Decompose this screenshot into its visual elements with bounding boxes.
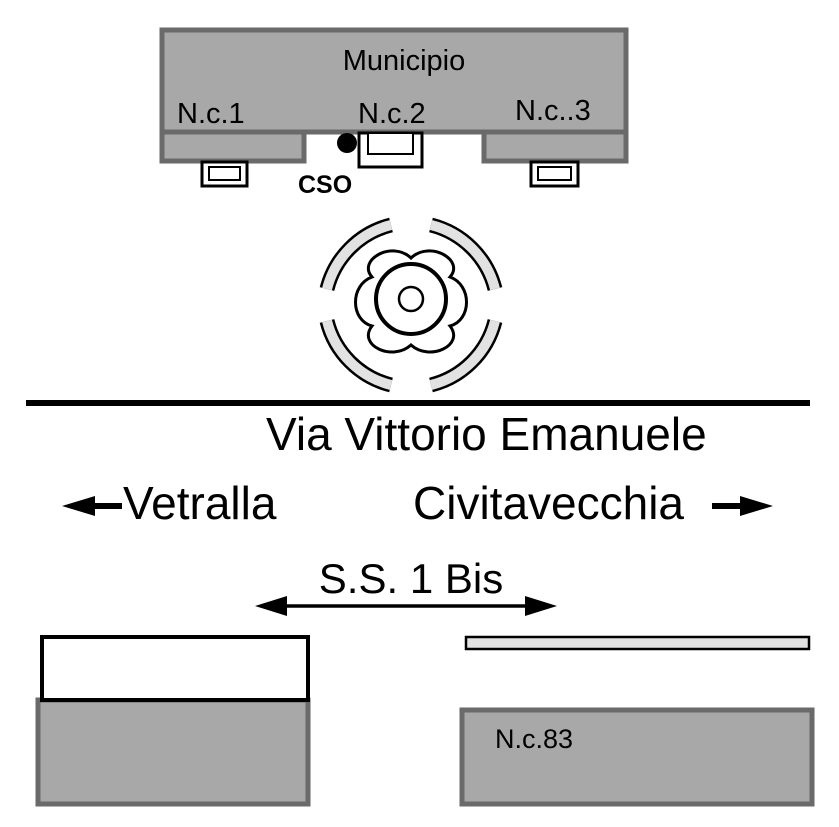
street-name: Via Vittorio Emanuele	[266, 408, 707, 460]
arrow-right-icon	[712, 496, 773, 516]
bottom-right-strip	[464, 635, 811, 651]
direction-left-label: Vetralla	[123, 477, 277, 529]
entrance-label-1: N.c.1	[177, 98, 245, 130]
entrance-label-2: N.c.2	[358, 98, 426, 130]
cso-point-marker	[337, 133, 357, 153]
door-marker-1	[200, 160, 249, 188]
bottom-right-building-label: N.c.83	[495, 724, 573, 754]
road-designation: S.S. 1 Bis	[319, 555, 503, 602]
municipio-title: Municipio	[343, 45, 466, 77]
direction-right: Civitavecchia	[413, 477, 773, 529]
bottom-right-building: N.c.83	[459, 707, 815, 807]
direction-right-label: Civitavecchia	[413, 477, 684, 529]
entrance-label-3: N.c..3	[515, 95, 591, 127]
door-marker-2	[357, 131, 424, 169]
fountain-symbol	[319, 217, 503, 393]
direction-left: Vetralla	[62, 477, 277, 529]
door-marker-3	[529, 160, 580, 188]
municipio-building: Municipio	[159, 27, 629, 164]
arrow-left-icon	[62, 496, 122, 516]
double-arrow-icon	[255, 596, 557, 616]
cso-label: CSO	[298, 171, 352, 199]
bottom-left-building	[35, 635, 311, 807]
